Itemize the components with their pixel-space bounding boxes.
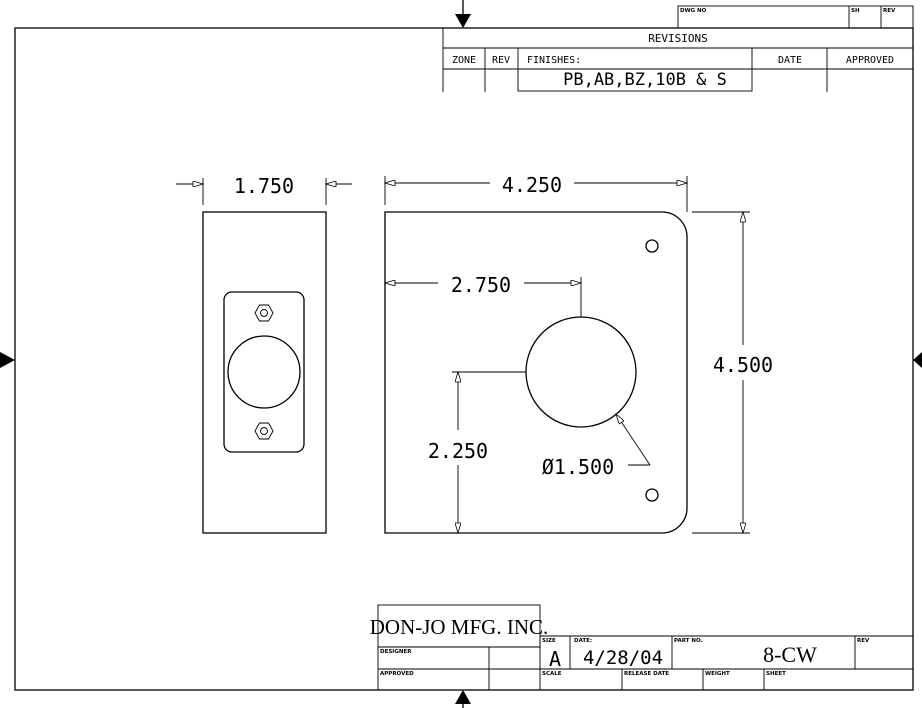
dim-plate-width: 4.250: [385, 173, 687, 212]
svg-text:2.750: 2.750: [451, 273, 511, 297]
svg-text:Ø1.500: Ø1.500: [542, 455, 614, 479]
hex-nut-top: [254, 304, 274, 322]
svg-text:PART NO.: PART NO.: [674, 638, 703, 644]
hex-nut-bottom: [254, 422, 274, 440]
rev-top-label: REV: [883, 8, 896, 14]
size-value: A: [549, 647, 561, 671]
revisions-title: REVISIONS: [648, 32, 708, 45]
col-date: DATE: [778, 55, 802, 66]
dim-hole-offset-y: 2.250: [420, 372, 526, 533]
dwg-no-label: DWG NO: [680, 8, 707, 14]
svg-text:4.250: 4.250: [502, 173, 562, 197]
revision-block: DWG NO SH REV REVISIONS ZONE REV FINISHE…: [442, 5, 914, 92]
mount-hole-bottom: [645, 488, 659, 502]
title-block: DON-JO MFG. INC. DESIGNER APPROVED SIZE …: [370, 604, 913, 690]
col-finishes: FINISHES:: [527, 55, 581, 66]
col-zone: ZONE: [452, 55, 476, 66]
svg-text:RELEASE DATE: RELEASE DATE: [624, 671, 669, 677]
svg-text:2.250: 2.250: [428, 439, 488, 463]
svg-text:4.500: 4.500: [713, 353, 773, 377]
svg-text:DATE:: DATE:: [574, 638, 592, 644]
center-mark-left: [0, 352, 15, 368]
center-mark-top: [455, 0, 471, 28]
sh-label: SH: [851, 8, 860, 14]
side-view: [202, 211, 327, 534]
finishes-value: PB,AB,BZ,10B & S: [563, 70, 727, 90]
part-no-value: 8-CW: [763, 642, 817, 667]
mount-hole-top: [645, 239, 659, 253]
center-mark-bottom: [455, 690, 471, 708]
col-rev: REV: [492, 55, 510, 66]
center-mark-right: [913, 352, 922, 368]
svg-text:DESIGNER: DESIGNER: [380, 649, 412, 655]
svg-text:REV: REV: [857, 638, 870, 644]
plate-view: [384, 211, 688, 534]
svg-text:WEIGHT: WEIGHT: [705, 671, 730, 677]
svg-text:1.750: 1.750: [234, 174, 294, 198]
svg-text:SIZE: SIZE: [542, 638, 556, 644]
bore-hole: [525, 316, 637, 428]
drawing-border: [14, 27, 914, 691]
dim-hole-diameter: Ø1.500: [542, 414, 651, 479]
col-approved: APPROVED: [846, 55, 894, 66]
dim-side-width: 1.750: [176, 174, 352, 205]
dim-plate-height: 4.500: [692, 212, 780, 533]
svg-text:SCALE: SCALE: [542, 671, 562, 677]
svg-text:SHEET: SHEET: [766, 671, 786, 677]
dim-hole-offset-x: 2.750: [385, 273, 581, 317]
svg-text:APPROVED: APPROVED: [380, 671, 414, 677]
date-value: 4/28/04: [583, 647, 663, 669]
company-name: DON-JO MFG. INC.: [370, 615, 549, 639]
